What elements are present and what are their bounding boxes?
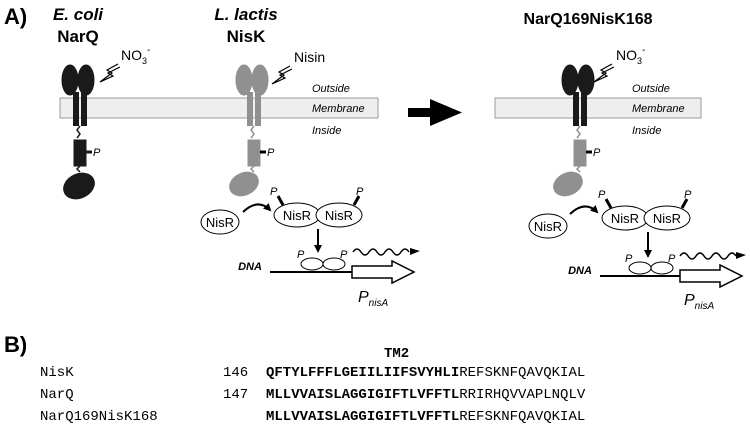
ecoli-protein: NarQ: [57, 27, 99, 46]
nitrate-sup: -: [147, 45, 150, 56]
nisr-dimer-b-label-left: NisR: [325, 208, 353, 223]
nitrate-sup-r: -: [642, 45, 645, 56]
phospho-dimer-a-right: P: [598, 189, 606, 201]
nisr-dimer-a-label-right: NisR: [611, 211, 639, 226]
alignment-start: 147: [223, 387, 248, 403]
transcript-wave-right: [679, 252, 737, 260]
dna-bound-b-left: [322, 257, 346, 271]
alignment-row-nisk: NisK 146 QFTYLFFFLGEIILIIFSVYHLIREFSKNFQ…: [40, 365, 585, 381]
tm2-label: TM2: [384, 346, 409, 362]
nisr-free-left: [200, 209, 240, 235]
tm-segment: MLLVVAISLAGGIGIFTLVFFTL: [266, 387, 459, 403]
membrane-right: [494, 97, 702, 119]
lightning-icon-hybrid: [593, 63, 615, 83]
promoter-label-right: PnisA: [684, 292, 714, 312]
outside-label-right: Outside: [632, 83, 670, 95]
transcript-wave-left: [352, 248, 410, 256]
membrane-label-right: Membrane: [632, 103, 685, 115]
alignment-row-hybrid: NarQ169NisK168 MLLVVAISLAGGIGIFTLVFFTLRE…: [40, 409, 585, 425]
curved-arrow-left: [242, 202, 272, 213]
nitrate-ligand-right: NO3-: [616, 45, 645, 66]
promoter-sub-left: nisA: [369, 298, 389, 309]
narq-receptor: [61, 64, 95, 200]
dna-bound-b-right: [650, 261, 674, 275]
lactis-species: L. lactis: [214, 5, 277, 24]
hybrid-phospho: P: [593, 147, 601, 159]
rest-segment: REFSKNFQAVQKIAL: [459, 365, 585, 381]
phospho-bound-b-right: P: [668, 253, 676, 265]
hybrid-title: NarQ169NisK168: [524, 11, 653, 28]
nisr-free-right: [528, 213, 568, 239]
alignment-start: 146: [223, 365, 248, 381]
panel-b-label: B): [4, 332, 27, 357]
lightning-icon-narq: [99, 63, 121, 83]
nitrate-ligand-left: NO3-: [121, 45, 150, 66]
cascade-left: [200, 195, 420, 285]
rest-segment: REFSKNFQAVQKIAL: [459, 409, 585, 425]
transition-arrow: [408, 99, 462, 126]
nisr-dimer-b-right: [643, 205, 691, 231]
nisin-ligand: Nisin: [294, 49, 325, 65]
lactis-protein: NisK: [227, 27, 266, 46]
promoter-arrow-left: [351, 259, 416, 285]
phospho-dimer-b-right: P: [684, 189, 692, 201]
tm-segment: QFTYLFFFLGEIILIIFSVYHLI: [266, 365, 459, 381]
phospho-bound-a-right: P: [625, 253, 633, 265]
nisr-dimer-a-label-left: NisR: [283, 208, 311, 223]
alignment-seq: MLLVVAISLAGGIGIFTLVFFTLRRIRHQVVAPLNQLV: [266, 387, 586, 403]
outside-label-left: Outside: [312, 83, 350, 95]
nisr-free-label-right: NisR: [534, 219, 562, 234]
promoter-sub-right: nisA: [695, 301, 715, 312]
cascade-right: [528, 198, 746, 289]
promoter-label-left: PnisA: [358, 289, 388, 309]
inside-label-left: Inside: [312, 125, 341, 137]
nitrate-base-r: NO: [616, 47, 637, 63]
curved-arrow-right: [569, 204, 599, 215]
nisr-dimer-b-label-right: NisR: [653, 211, 681, 226]
dna-label-left: DNA: [238, 261, 262, 273]
nitrate-sub: 3: [142, 56, 147, 66]
promoter-base-right: P: [684, 292, 695, 309]
nisk-receptor: [229, 64, 269, 197]
alignment-name: NarQ: [40, 387, 74, 403]
nisr-free-label-left: NisR: [206, 215, 234, 230]
membrane-label-left: Membrane: [312, 103, 365, 115]
alignment-row-narq: NarQ 147 MLLVVAISLAGGIGIFTLVFFTLRRIRHQVV…: [40, 387, 586, 403]
phospho-bound-b-left: P: [340, 249, 348, 261]
phospho-dimer-a-left: P: [270, 186, 278, 198]
nisk-phospho: P: [267, 147, 275, 159]
panel-a-label: A): [4, 4, 27, 29]
nisr-dimer-b-left: [315, 202, 363, 228]
nitrate-sub-r: 3: [637, 56, 642, 66]
phospho-bound-a-left: P: [297, 249, 305, 261]
ecoli-species: E. coli: [53, 5, 104, 24]
phospho-dimer-b-left: P: [356, 186, 364, 198]
membrane-left: [59, 97, 379, 119]
alignment-name: NisK: [40, 365, 74, 381]
alignment-name: NarQ169NisK168: [40, 409, 158, 425]
promoter-arrow-right: [679, 263, 744, 289]
promoter-base-left: P: [358, 289, 369, 306]
narq-phospho: P: [93, 147, 101, 159]
alignment-seq: MLLVVAISLAGGIGIFTLVFFTLREFSKNFQAVQKIAL: [266, 409, 585, 425]
rest-segment: RRIRHQVVAPLNQLV: [459, 387, 586, 403]
inside-label-right: Inside: [632, 125, 661, 137]
lightning-icon-nisk: [271, 65, 293, 85]
alignment-seq: QFTYLFFFLGEIILIIFSVYHLIREFSKNFQAVQKIAL: [266, 365, 585, 381]
tm-segment: MLLVVAISLAGGIGIFTLVFFTL: [266, 409, 459, 425]
dna-label-right: DNA: [568, 265, 592, 277]
hybrid-receptor: [553, 64, 595, 197]
nitrate-base: NO: [121, 47, 142, 63]
